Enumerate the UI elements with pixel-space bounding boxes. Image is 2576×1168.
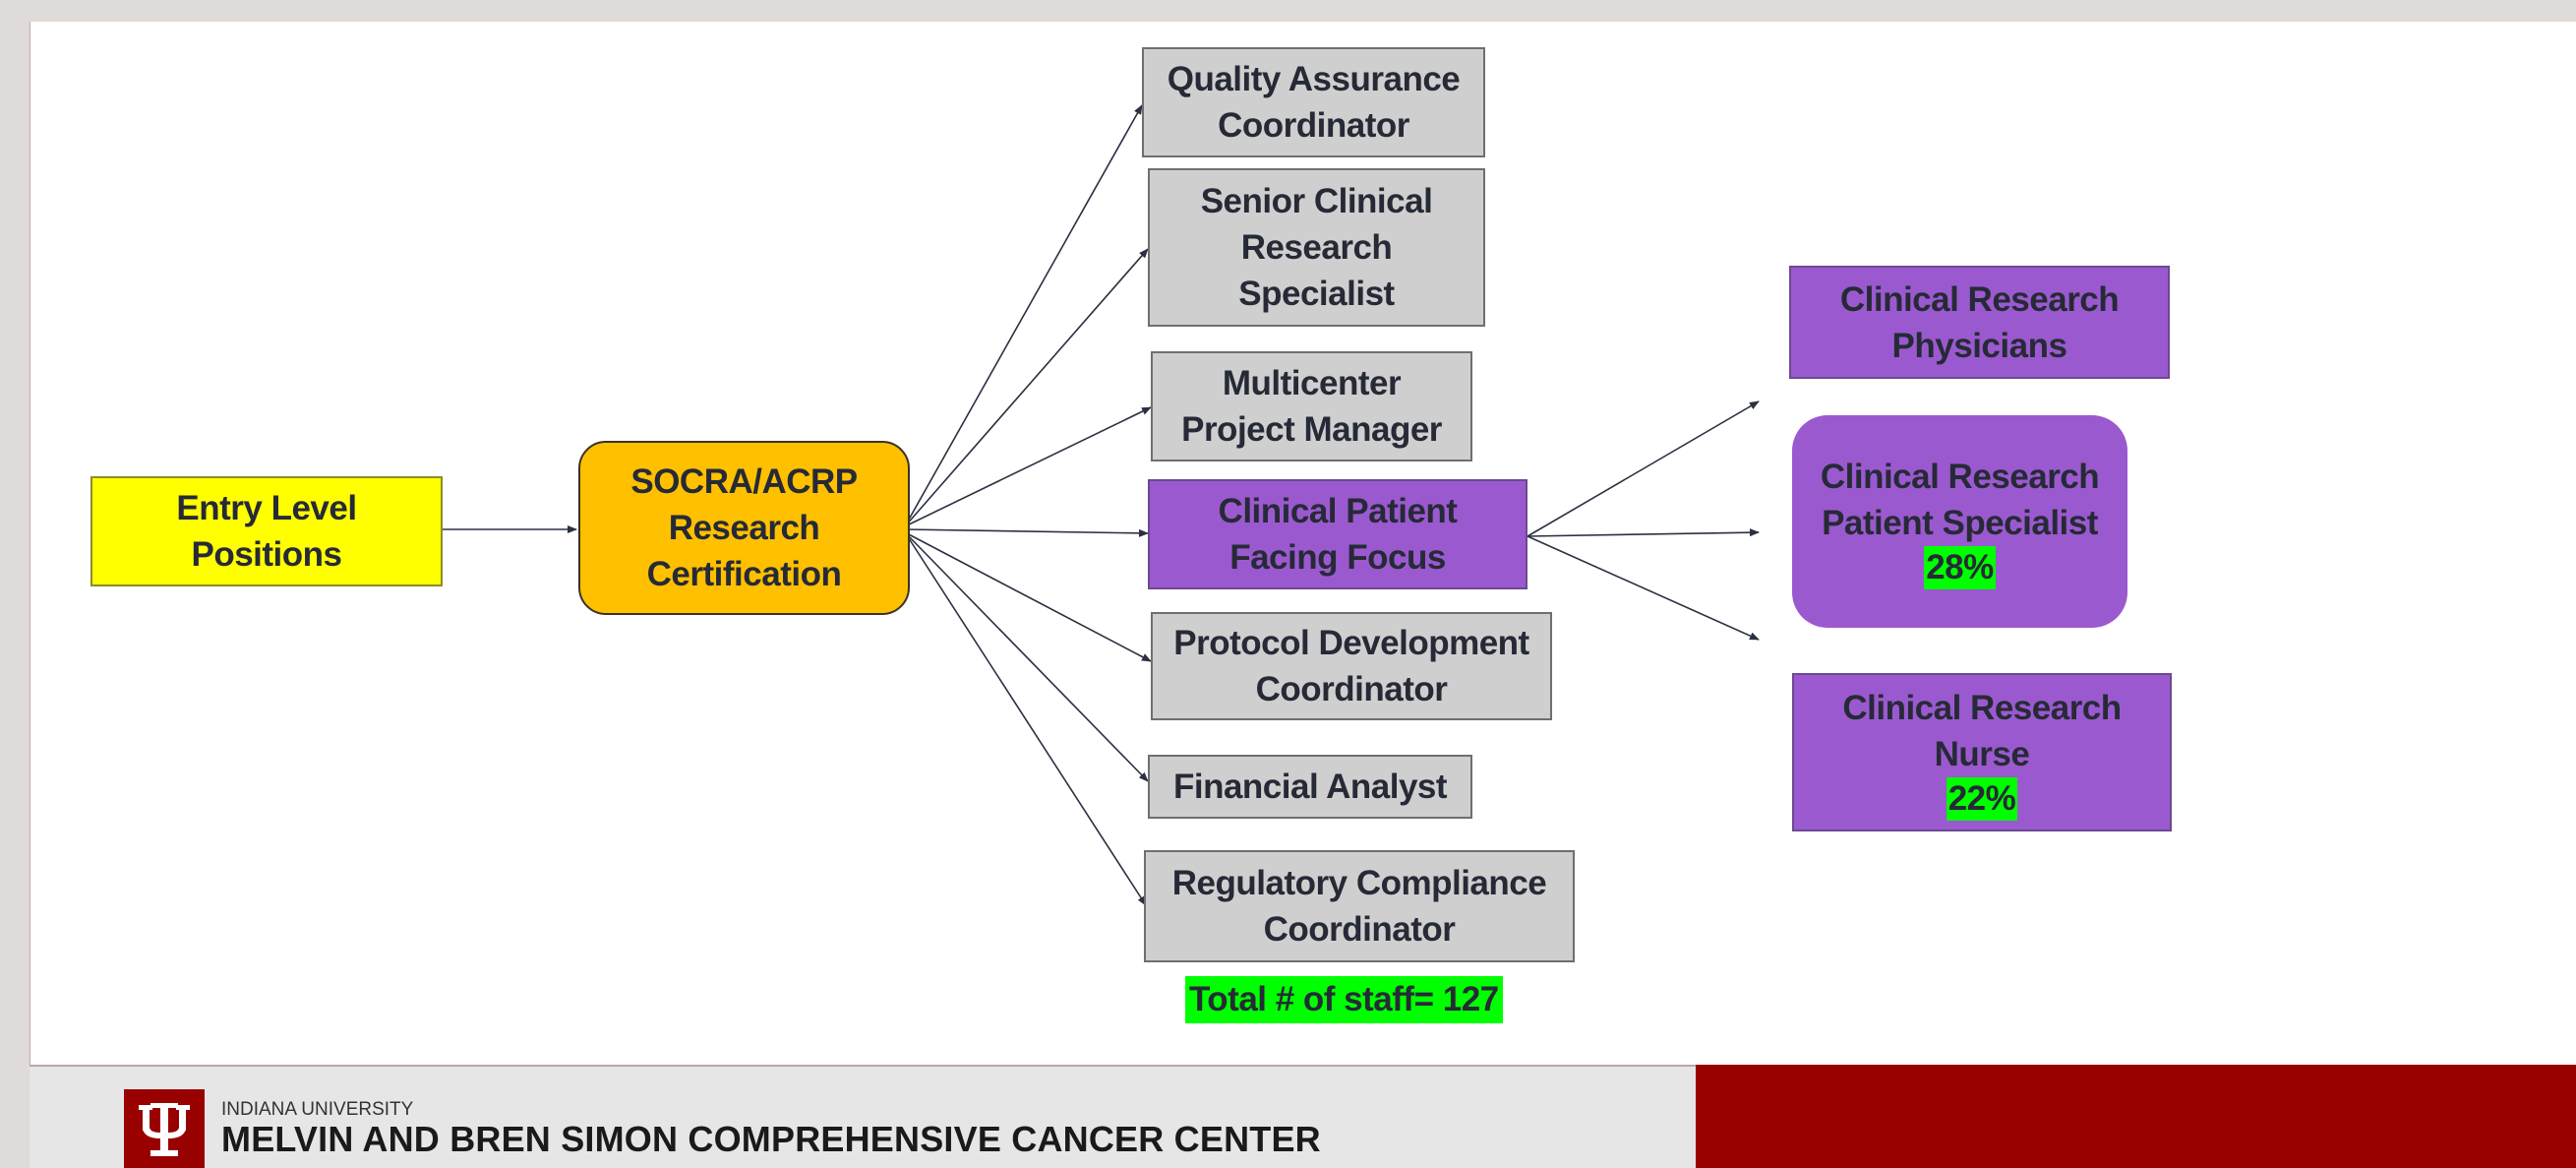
protocol-development-label-line1: Protocol Development (1173, 624, 1529, 662)
entry-level-box: Entry Level Positions (90, 476, 443, 586)
patient-specialist-label-line2: Patient Specialist (1822, 504, 2098, 542)
research-nurse-box: Clinical Research Nurse 22% (1792, 673, 2172, 831)
certification-label-line1: SOCRA/ACRP (630, 462, 858, 501)
total-staff-label: Total # of staff= 127 (1185, 976, 1503, 1023)
research-nurse-label-line2: Nurse (1934, 734, 2030, 773)
regulatory-compliance-label-line1: Regulatory Compliance (1171, 864, 1547, 902)
regulatory-compliance-label-line2: Coordinator (1263, 910, 1456, 949)
regulatory-compliance-box: Regulatory Compliance Coordinator (1144, 850, 1575, 962)
financial-analyst-label: Financial Analyst (1172, 768, 1448, 806)
protocol-development-label-line2: Coordinator (1255, 670, 1448, 708)
research-physicians-label-line2: Physicians (1891, 326, 2067, 365)
university-name: INDIANA UNIVERSITY (221, 1099, 414, 1120)
patient-focus-label-line2: Facing Focus (1229, 538, 1446, 577)
footer-band (30, 1065, 1696, 1168)
senior-clinical-label-line3: Specialist (1238, 275, 1395, 313)
senior-clinical-label-line2: Research (1240, 228, 1393, 267)
multicenter-label-line1: Multicenter (1222, 364, 1402, 402)
quality-assurance-label-line2: Coordinator (1218, 106, 1409, 145)
patient-specialist-label-line1: Clinical Research (1820, 458, 2100, 496)
senior-clinical-label-line1: Senior Clinical (1200, 182, 1433, 220)
research-physicians-label-line1: Clinical Research (1839, 279, 2120, 319)
research-nurse-label-line1: Clinical Research (1842, 688, 2122, 727)
quality-assurance-label-line1: Quality Assurance (1167, 60, 1461, 98)
entry-level-label-line2: Positions (191, 535, 342, 574)
multicenter-label-line2: Project Manager (1181, 410, 1442, 449)
entry-level-label-line1: Entry Level (176, 489, 357, 527)
multicenter-box: Multicenter Project Manager (1151, 351, 1472, 461)
trident-icon (124, 1089, 205, 1168)
cancer-center-name: MELVIN AND BREN SIMON COMPREHENSIVE CANC… (221, 1119, 1321, 1159)
financial-analyst-box: Financial Analyst (1148, 755, 1472, 819)
senior-clinical-box: Senior Clinical Research Specialist (1148, 168, 1485, 327)
patient-specialist-box: Clinical Research Patient Specialist 28% (1792, 415, 2127, 628)
certification-label-line3: Certification (646, 555, 842, 593)
certification-label-line2: Research (668, 509, 820, 547)
patient-specialist-percent: 28% (1924, 546, 1996, 589)
research-nurse-percent: 22% (1946, 776, 2018, 821)
protocol-development-box: Protocol Development Coordinator (1151, 612, 1552, 720)
footer-crimson-band (1696, 1065, 2576, 1168)
patient-focus-label-line1: Clinical Patient (1218, 492, 1458, 530)
patient-focus-box: Clinical Patient Facing Focus (1148, 479, 1528, 589)
quality-assurance-box: Quality Assurance Coordinator (1142, 47, 1485, 157)
certification-box: SOCRA/ACRP Research Certification (578, 441, 910, 615)
research-physicians-box: Clinical Research Physicians (1789, 266, 2170, 379)
